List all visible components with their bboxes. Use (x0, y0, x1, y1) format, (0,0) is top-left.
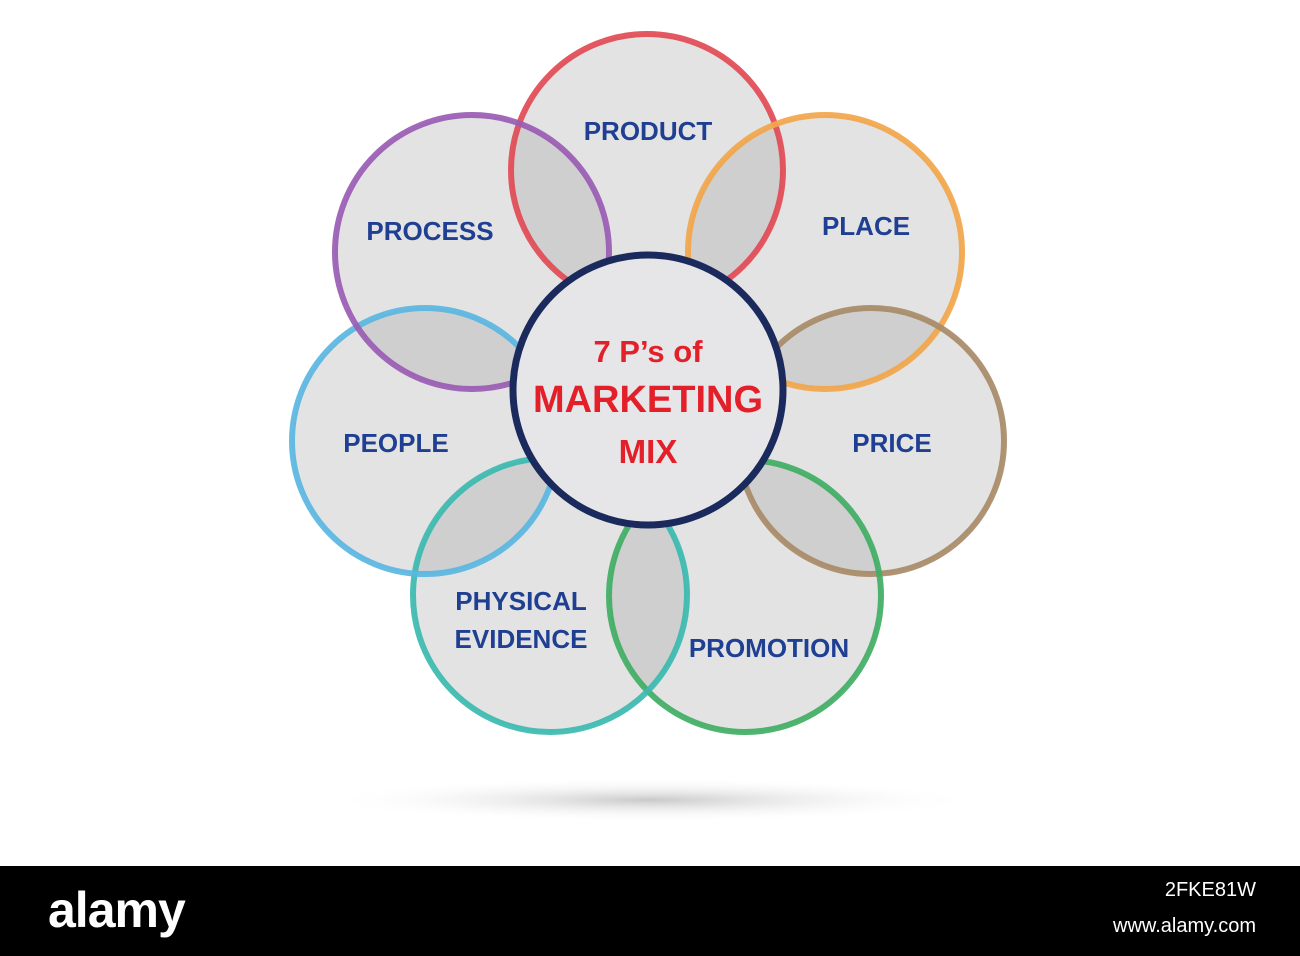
petal-price-label: PRICE (852, 428, 931, 458)
petal-process-label-line: PROCESS (366, 216, 493, 246)
petal-physical-evidence-label-line: PHYSICAL (455, 586, 587, 616)
watermark-footer: alamy 2FKE81W www.alamy.com (0, 866, 1300, 956)
petal-fills (292, 34, 1004, 732)
footer-logo: alamy (48, 882, 186, 938)
center-title-line: MIX (619, 433, 678, 470)
petal-people-label: PEOPLE (343, 428, 448, 458)
petal-process-label: PROCESS (366, 216, 493, 246)
petal-promotion-fill (609, 460, 881, 732)
petal-physical-evidence-label-line: EVIDENCE (455, 624, 588, 654)
petal-labels: PRODUCT PLACE PRICE PROMOTION PHYSICAL EVIDEN… (343, 116, 931, 663)
petal-product-label: PRODUCT (584, 116, 713, 146)
footer-site: www.alamy.com (1113, 915, 1256, 937)
center-circle: 7 P’s of MARKETING MIX (509, 251, 787, 529)
petal-place-ring (685, 112, 965, 392)
footer-image-id: 2FKE81W (1164, 879, 1256, 901)
petal-promotion-label-line: PROMOTION (689, 633, 849, 663)
petal-price-fill (738, 308, 1004, 574)
petal-product-label-line: PRODUCT (584, 116, 713, 146)
center-title-line: 7 P’s of (593, 334, 703, 369)
center-title: 7 P’s of MARKETING MIX (533, 334, 763, 470)
petal-product-fill (511, 34, 783, 306)
center-title-line: MARKETING (533, 379, 763, 421)
floor-shadow (320, 778, 980, 822)
petal-people-label-line: PEOPLE (343, 428, 448, 458)
petal-price-label-line: PRICE (852, 428, 931, 458)
petal-physical-evidence-fill (413, 458, 687, 732)
petal-people-fill (292, 308, 558, 574)
petal-place-label: PLACE (822, 211, 910, 241)
petal-physical-evidence-label: PHYSICAL EVIDENCE (455, 586, 588, 654)
petal-promotion-label: PROMOTION (689, 633, 849, 663)
center-ring (509, 251, 787, 529)
petal-place-label-line: PLACE (822, 211, 910, 241)
petal-process-ring (332, 112, 612, 392)
